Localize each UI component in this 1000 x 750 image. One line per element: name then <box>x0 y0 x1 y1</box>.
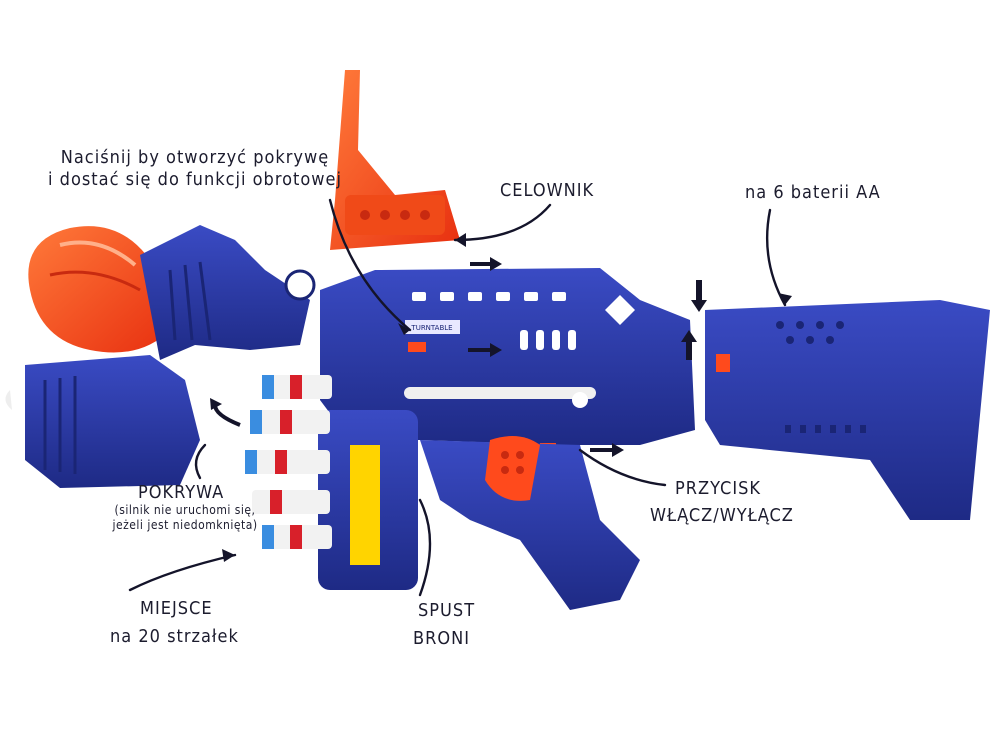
dart-slots-label-line2: na 20 strzałek <box>110 626 239 647</box>
grip <box>420 436 640 610</box>
trigger-label-line2: BRONI <box>413 628 470 649</box>
main-body: TURNTABLE <box>320 268 695 453</box>
trigger-label-line1: SPUST <box>418 600 476 621</box>
dart-slots-label-line1: MIEJSCE <box>140 598 213 619</box>
cover-label: POKRYWA <box>138 482 225 503</box>
cover-note-line1: (silnik nie uruchomi się, <box>114 503 256 517</box>
switch-label-line2: WŁĄCZ/WYŁĄCZ <box>650 505 794 526</box>
press-label-line2: i dostać się do funkcji obrotowej <box>48 169 342 190</box>
switch-label-line1: PRZYCISK <box>675 478 761 499</box>
cover-assembly <box>5 225 316 488</box>
battery-label: na 6 baterii AA <box>745 182 881 203</box>
sight-label: CELOWNIK <box>500 180 595 201</box>
sight-part <box>330 70 460 250</box>
sticker-text: TURNTABLE <box>410 324 452 332</box>
press-to-open-label: Naciśnij by otworzyć pokrywę i dostać si… <box>40 147 350 191</box>
press-label-line1: Naciśnij by otworzyć pokrywę <box>60 147 330 168</box>
cover-note-label: (silnik nie uruchomi się, jeżeli jest ni… <box>95 503 275 533</box>
dart-drum <box>245 375 418 590</box>
stock <box>705 300 990 520</box>
cover-note-line2: jeżeli jest niedomknięta) <box>112 518 258 532</box>
arrow-shapes <box>210 233 792 562</box>
